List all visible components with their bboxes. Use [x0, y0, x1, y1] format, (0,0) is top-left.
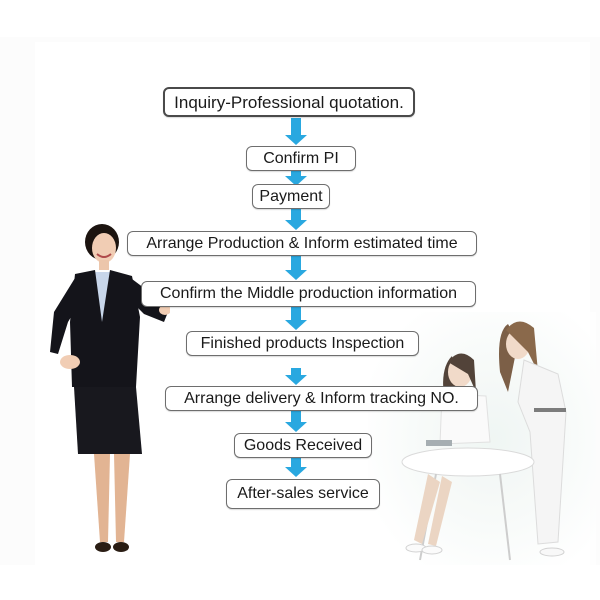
arrow-down-icon: [285, 307, 307, 331]
arrow-down-icon: [285, 171, 307, 186]
step-label: Arrange delivery & Inform tracking NO.: [184, 389, 459, 407]
step-arrange-production: Arrange Production & Inform estimated ti…: [127, 231, 477, 256]
arrow-down-icon: [285, 118, 307, 146]
arrow-down-icon: [285, 256, 307, 281]
step-label: Goods Received: [243, 436, 363, 454]
step-finished-inspection: Finished products Inspection: [186, 331, 419, 356]
step-label: After-sales service: [237, 485, 369, 502]
step-label: Finished products Inspection: [200, 334, 405, 352]
step-confirm-pi: Confirm PI: [246, 146, 356, 171]
step-label: Confirm the Middle production informatio…: [159, 285, 458, 302]
arrow-down-icon: [285, 458, 307, 478]
step-goods-received: Goods Received: [234, 433, 372, 458]
step-label: Arrange Production & Inform estimated ti…: [146, 234, 458, 252]
step-label: Inquiry-Professional quotation.: [174, 92, 404, 112]
step-arrange-delivery: Arrange delivery & Inform tracking NO.: [165, 386, 478, 411]
step-label: Payment: [259, 187, 323, 205]
step-inquiry-quotation: Inquiry-Professional quotation.: [163, 87, 415, 117]
arrow-down-icon: [285, 368, 307, 386]
businesswoman-illustration: [50, 224, 170, 552]
step-after-sales-service: After-sales service: [226, 479, 380, 509]
arrow-down-icon: [285, 209, 307, 231]
step-label: Confirm PI: [263, 149, 339, 167]
arrow-down-icon: [285, 411, 307, 433]
step-payment: Payment: [252, 184, 330, 209]
step-confirm-middle-production: Confirm the Middle production informatio…: [141, 281, 476, 307]
